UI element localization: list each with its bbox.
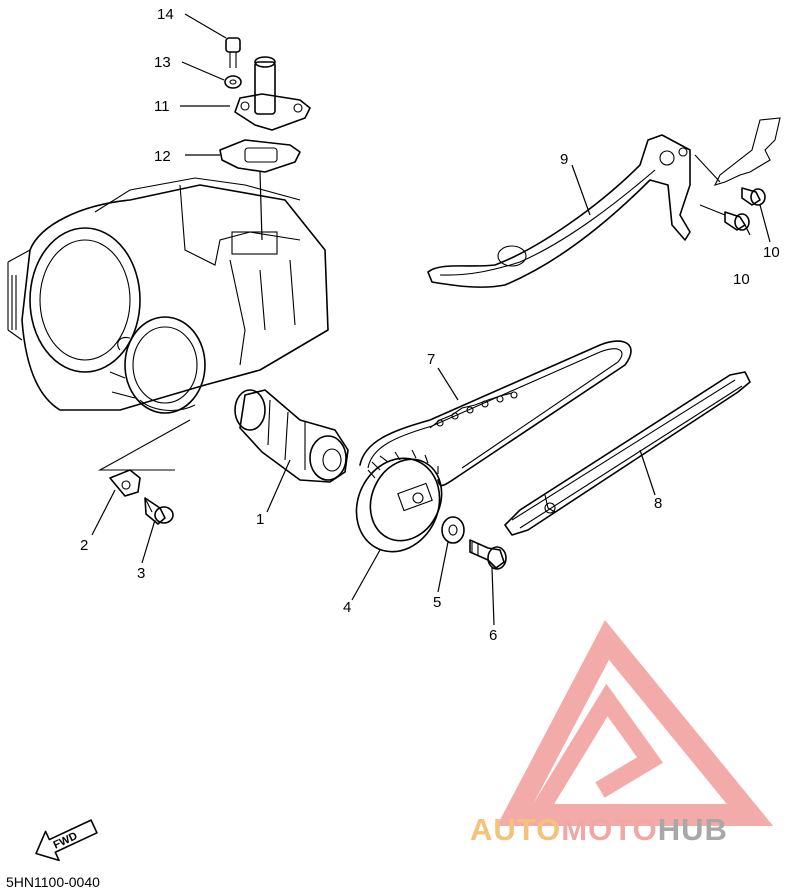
callout-10-upper: 10	[763, 244, 780, 261]
callout-13: 13	[154, 54, 171, 71]
fwd-label: FWD	[52, 830, 80, 851]
bolt-10-lower	[724, 211, 750, 231]
callout-11: 11	[154, 98, 170, 115]
tensioner-guide	[427, 134, 691, 288]
bracket	[109, 469, 141, 497]
fwd-arrow: FWD	[35, 819, 98, 862]
callout-7: 7	[427, 351, 435, 368]
leader-lines	[91, 13, 771, 626]
callout-3: 3	[137, 565, 145, 582]
watermark-part-hub: HUB	[657, 812, 728, 847]
watermark-part-moto: MOTO	[561, 812, 658, 847]
callout-5: 5	[433, 594, 441, 611]
mount-plate	[694, 117, 781, 216]
callout-2: 2	[80, 537, 88, 554]
callout-4: 4	[343, 599, 351, 616]
cam-sprocket	[355, 449, 443, 553]
diagram-code: 5HN1100-0040	[6, 874, 100, 890]
washer	[441, 516, 465, 544]
callout-12: 12	[154, 148, 171, 165]
bolt-6	[469, 539, 507, 570]
callout-6: 6	[489, 627, 497, 644]
bolt-14	[225, 37, 241, 68]
callout-14: 14	[157, 6, 174, 23]
chain-guide	[504, 371, 751, 536]
timing-chain	[359, 340, 632, 487]
watermark-part-auto: AUTO	[470, 812, 562, 847]
tensioner-gasket	[219, 139, 301, 173]
chain-tensioner	[234, 56, 311, 131]
bolt-3	[144, 497, 174, 525]
washer-13	[224, 75, 242, 89]
cylinder-head	[7, 177, 329, 471]
callout-10-lower: 10	[733, 271, 750, 288]
watermark-logo	[496, 620, 774, 826]
callout-8: 8	[654, 495, 662, 512]
callout-9: 9	[560, 151, 568, 168]
bolt-10-upper	[741, 187, 766, 206]
watermark-brand: AUTOMOTOHUB	[470, 812, 728, 848]
callout-1: 1	[256, 511, 264, 528]
camshaft	[234, 389, 349, 483]
